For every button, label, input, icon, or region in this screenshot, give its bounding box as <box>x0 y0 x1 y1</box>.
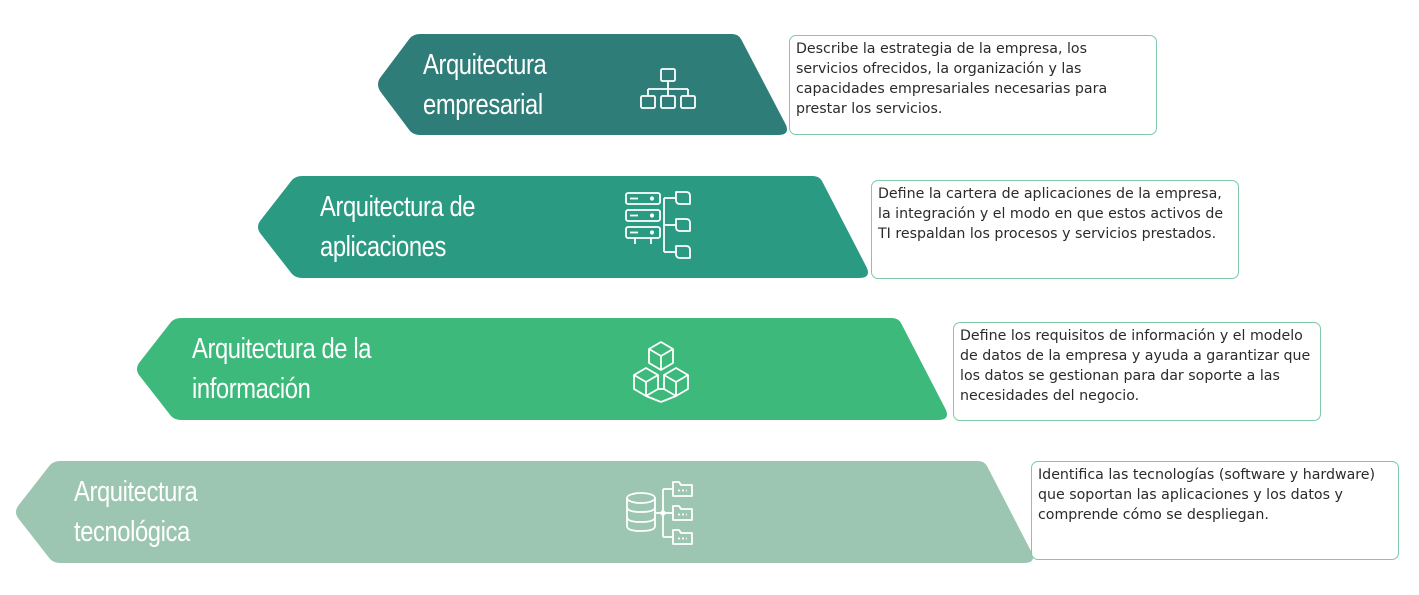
layer-title: Arquitectura tecnológica <box>74 476 198 548</box>
band-shape <box>378 34 787 135</box>
layer-title: Arquitectura de la información <box>192 333 372 405</box>
layer-description: Define los requisitos de información y e… <box>953 322 1321 421</box>
cubes-icon <box>630 339 692 407</box>
layer-band-aplicaciones: Arquitectura de aplicaciones <box>256 175 869 279</box>
layer-band-informacion: Arquitectura de la información <box>135 317 948 421</box>
layer-band-empresarial: Arquitectura empresarial <box>376 33 788 136</box>
server-apps-icon <box>624 190 696 266</box>
layer-band-tecnologica: Arquitectura tecnológica <box>14 460 1034 564</box>
band-shape <box>16 461 1033 563</box>
org-chart-icon <box>640 67 696 115</box>
layer-title: Arquitectura de aplicaciones <box>320 191 476 263</box>
database-folders-icon <box>625 479 697 551</box>
layer-description: Describe la estrategia de la empresa, lo… <box>789 35 1157 135</box>
layer-description: Identifica las tecnologías (software y h… <box>1031 461 1399 560</box>
layer-description: Define la cartera de aplicaciones de la … <box>871 180 1239 279</box>
layer-title: Arquitectura empresarial <box>423 49 547 121</box>
band-shape <box>137 318 947 420</box>
band-shape <box>258 176 868 278</box>
